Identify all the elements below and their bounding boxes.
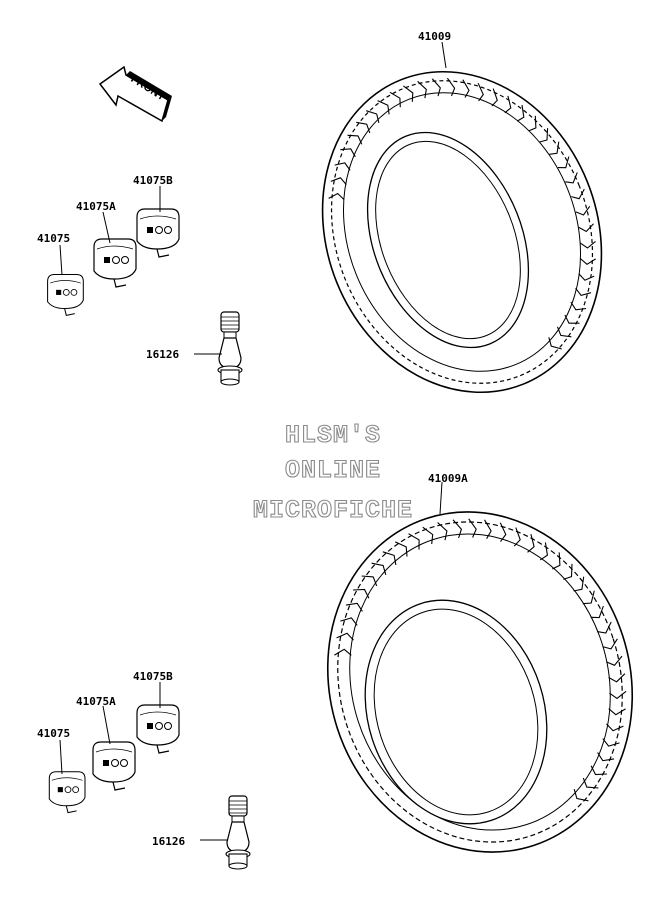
tire-valve-bottom [225, 795, 251, 870]
balance-weight-a-top [93, 238, 137, 288]
front-tire-tread [328, 77, 596, 350]
rear-tire [326, 511, 634, 853]
tire-valve-top [217, 311, 243, 386]
part-label-41009a: 41009A [428, 472, 468, 485]
part-label-16126-bottom: 16126 [152, 835, 185, 848]
front-arrow-icon: FRONT [98, 65, 172, 123]
balance-weight-a-bottom [92, 741, 136, 791]
balance-weight-b-bottom [136, 704, 180, 754]
watermark-line-2: ONLINE [285, 456, 381, 485]
part-label-41075-top: 41075 [37, 232, 70, 245]
balance-weight-top [47, 274, 84, 316]
watermark-line-3: MICROFICHE [253, 496, 413, 525]
watermark-line-1: HLSM'S [285, 421, 381, 450]
part-label-41075a-bottom: 41075A [76, 695, 116, 708]
leader-lines [59, 41, 447, 841]
part-label-41009: 41009 [418, 30, 451, 43]
part-label-41075b-bottom: 41075B [133, 670, 173, 683]
part-label-41075b-top: 41075B [133, 174, 173, 187]
part-label-41075-bottom: 41075 [37, 727, 70, 740]
balance-weight-b-top [136, 208, 180, 258]
part-label-41075a-top: 41075A [76, 200, 116, 213]
watermark: HLSM'S ONLINE MICROFICHE [252, 420, 413, 525]
rear-tire-tread [334, 518, 627, 802]
front-tire [321, 70, 603, 394]
balance-weight-bottom [48, 771, 86, 814]
part-label-16126-top: 16126 [146, 348, 179, 361]
